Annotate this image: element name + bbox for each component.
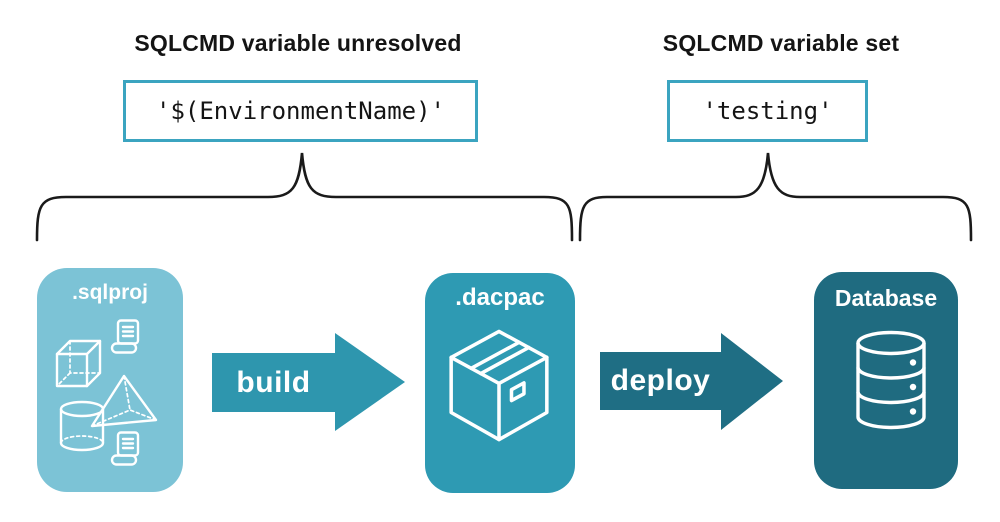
script-scroll-icon [110, 431, 140, 466]
package-box-icon [449, 329, 549, 442]
heading-unresolved: SQLCMD variable unresolved [134, 30, 462, 56]
stage-label-database: Database [834, 285, 938, 311]
database-cylinder-icon [856, 330, 926, 430]
deploy-arrow-shape [600, 333, 783, 430]
stage-label-dacpac: .dacpac [455, 284, 545, 311]
build-arrow [212, 333, 405, 431]
value-box-unresolved: '$(EnvironmentName)' [123, 80, 478, 142]
sqlcmd-variable-token: '$(EnvironmentName)' [156, 97, 445, 125]
stage-card-sqlproj: .sqlproj [37, 268, 183, 492]
heading-set: SQLCMD variable set [662, 30, 900, 56]
stage-card-database: Database [814, 272, 958, 489]
build-arrow-label: build [236, 365, 311, 399]
pyramid-icon [90, 374, 158, 428]
script-scroll-icon [110, 319, 140, 354]
sql-objects-icon [55, 319, 158, 466]
deploy-arrow [600, 333, 783, 430]
cube-icon [55, 339, 102, 388]
stage-label-sqlproj: .sqlproj [72, 281, 148, 304]
cylinder-icon [59, 400, 105, 452]
deploy-arrow-label: deploy [610, 364, 711, 397]
brace-left-icon [35, 152, 574, 242]
value-box-set: 'testing' [667, 80, 868, 142]
sqlcmd-variable-value: 'testing' [702, 97, 833, 125]
build-arrow-shape [212, 333, 405, 431]
brace-right-icon [578, 152, 973, 242]
